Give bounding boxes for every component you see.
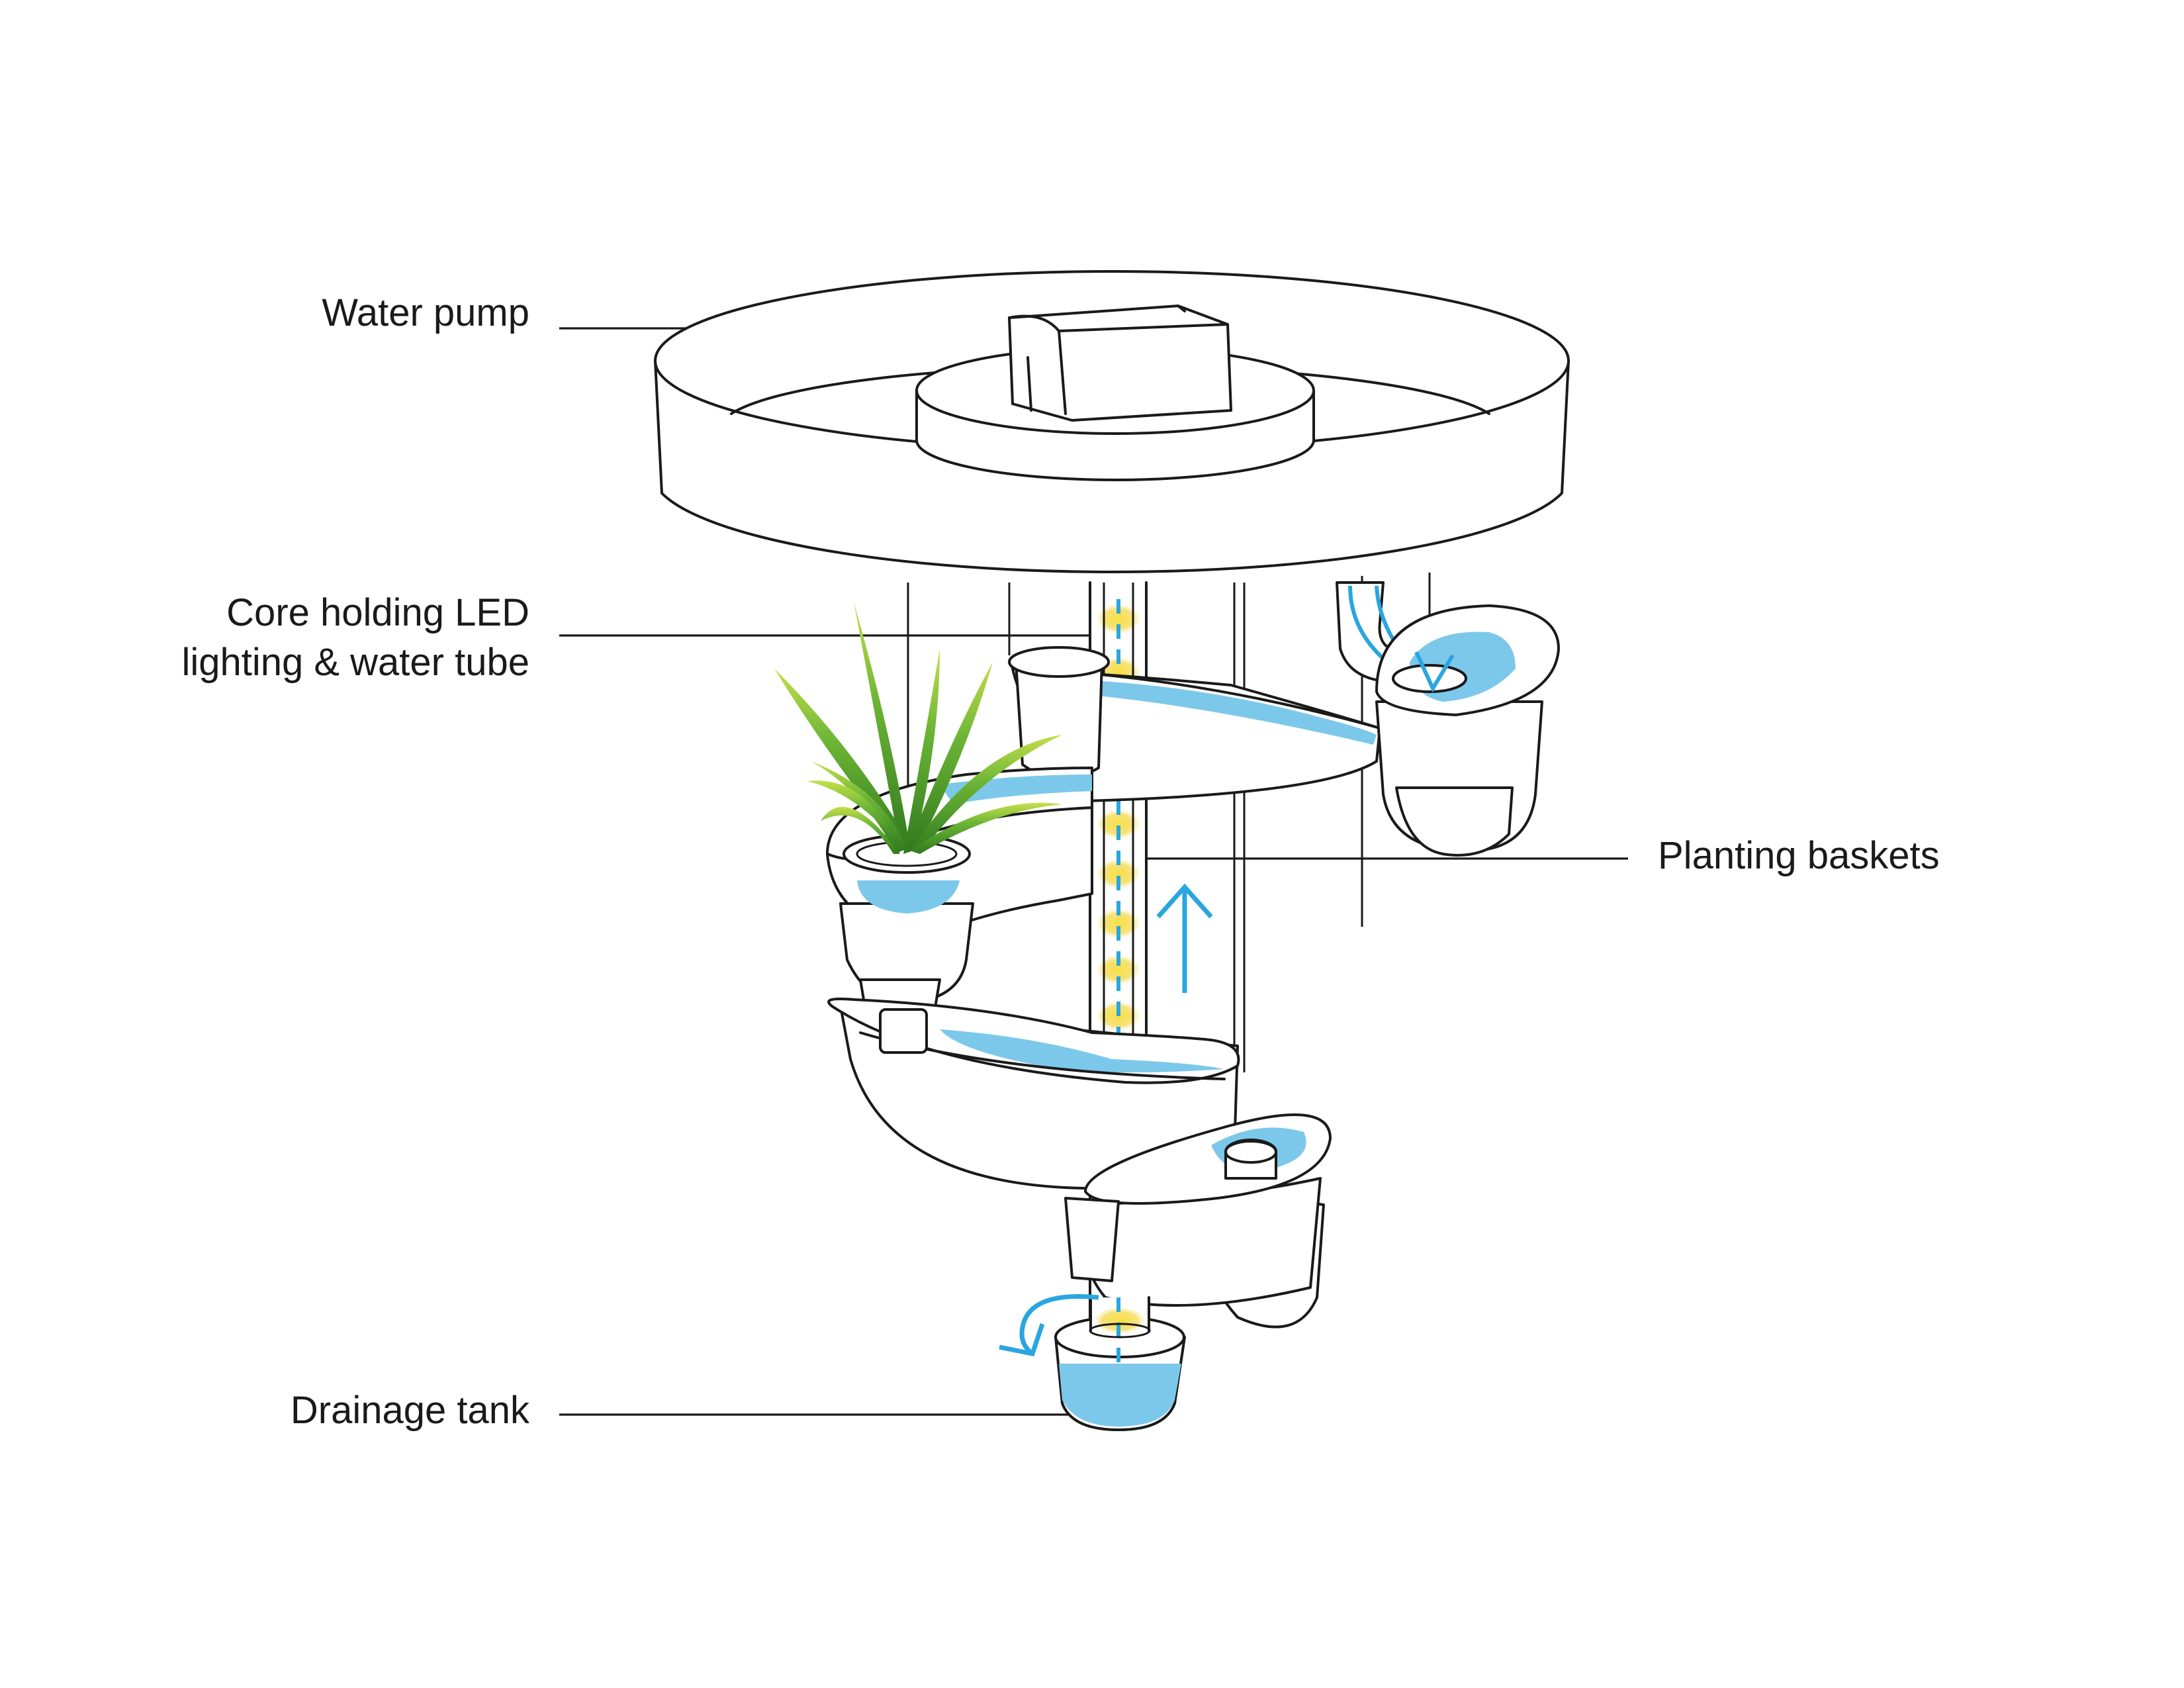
core-label-line2: lighting & water tube bbox=[181, 641, 529, 684]
planting-baskets-label: Planting baskets bbox=[1658, 834, 1940, 877]
bottom-right-basket bbox=[1064, 1113, 1332, 1329]
upper-tray bbox=[1008, 646, 1381, 802]
core-label-line1: Core holding LED bbox=[226, 591, 529, 634]
plant bbox=[774, 602, 1062, 854]
drainage-tank-label: Drainage tank bbox=[291, 1389, 530, 1432]
label-drainage-tank: Drainage tank bbox=[291, 1389, 1110, 1432]
drain-flow-arrow bbox=[999, 1293, 1099, 1357]
lower-tray bbox=[827, 998, 1240, 1190]
right-basket-upper bbox=[1336, 581, 1560, 857]
drainage-tank bbox=[1054, 1296, 1186, 1431]
label-core: Core holding LED lighting & water tube bbox=[181, 591, 1110, 684]
top-reservoir bbox=[654, 270, 1570, 573]
water-pump-label: Water pump bbox=[322, 291, 529, 334]
up-flow-arrow bbox=[1156, 883, 1213, 993]
water-pump bbox=[1008, 305, 1232, 422]
